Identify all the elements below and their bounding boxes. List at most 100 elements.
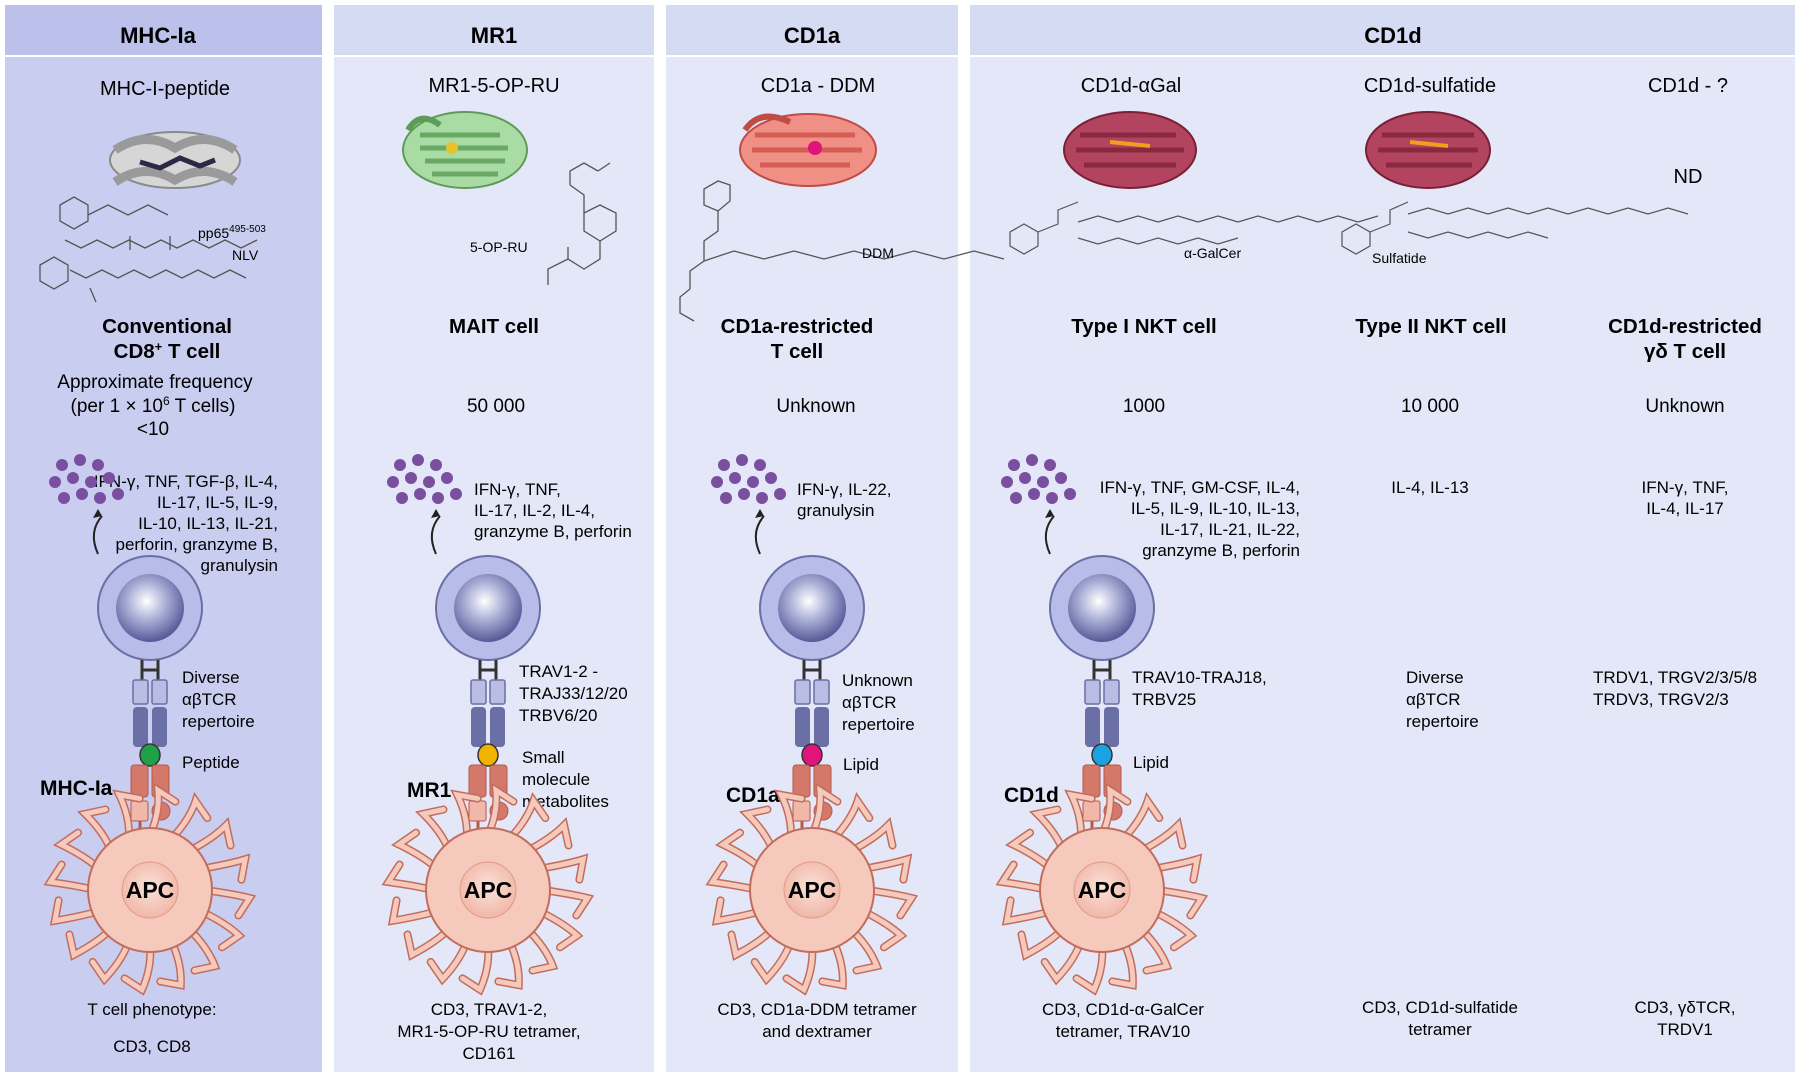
agalcer-chemical-structure bbox=[1009, 201, 1379, 255]
tcr-icon bbox=[1084, 679, 1120, 747]
phenotype-mr1: CD3, TRAV1-2, MR1-5-OP-RU tetramer, CD16… bbox=[397, 1000, 580, 1063]
cd1d-sulfatide-protein-structure-icon bbox=[1365, 111, 1491, 189]
synapse-cd1d: APC bbox=[995, 454, 1209, 996]
apc-icon: APC bbox=[995, 782, 1209, 996]
phenotype-cd1a: CD3, CD1a-DDM tetramer and dextramer bbox=[717, 1000, 917, 1041]
mhc-peptide-chemical-structure bbox=[39, 196, 258, 303]
phenotype-mhc-ia: CD3, CD8 bbox=[113, 1037, 190, 1056]
sulfatide-chemical-structure bbox=[1341, 201, 1689, 255]
apc-icon: APC bbox=[381, 782, 595, 996]
cell-type-type-ii-nkt: Type II NKT cell bbox=[1355, 315, 1506, 338]
secretion-arrow-icon bbox=[430, 515, 441, 555]
svg-text:IL-10, IL-13, IL-21,: IL-10, IL-13, IL-21, bbox=[138, 514, 278, 533]
cell-type-conventional: Conventional bbox=[102, 315, 232, 338]
tcr-mr1: TRAV1-2 - TRAJ33/12/20 TRBV6/20 bbox=[519, 662, 628, 725]
cytokines-type-ii-nkt: IL-4, IL-13 bbox=[1391, 478, 1469, 497]
ligand-title-mr1: MR1-5-OP-RU bbox=[428, 75, 559, 97]
cytokine-dots-icon bbox=[1001, 454, 1076, 504]
apc-icon: APC bbox=[43, 782, 257, 996]
frequency-mr1: 50 000 bbox=[467, 396, 525, 417]
cytokines-cd1a: IFN-γ, IL-22, granulysin bbox=[797, 480, 891, 520]
svg-text:tetramer, TRAV10: tetramer, TRAV10 bbox=[1056, 1022, 1190, 1041]
svg-text:IL-17, IL-5, IL-9,: IL-17, IL-5, IL-9, bbox=[157, 493, 278, 512]
mhc-protein-structure-icon bbox=[109, 131, 241, 189]
ligand-icon bbox=[139, 743, 161, 767]
secretion-arrow-icon bbox=[92, 515, 103, 555]
apc-icon: APC bbox=[705, 782, 919, 996]
svg-text:perforin, granzyme B,: perforin, granzyme B, bbox=[115, 535, 278, 554]
svg-text:Unknown: Unknown bbox=[842, 671, 913, 690]
ligand-icon bbox=[477, 743, 499, 767]
frequency-cd1a: Unknown bbox=[776, 396, 855, 417]
svg-text:and dextramer: and dextramer bbox=[762, 1022, 872, 1041]
ligand-title-cd1d-agal: CD1d-αGal bbox=[1081, 75, 1181, 97]
svg-text:CD3, CD1d-α-GalCer: CD3, CD1d-α-GalCer bbox=[1042, 1000, 1204, 1019]
apc-label: APC bbox=[788, 877, 837, 903]
svg-text:repertoire: repertoire bbox=[182, 712, 255, 731]
frequency-type-ii-nkt: 10 000 bbox=[1401, 396, 1459, 417]
svg-text:MR1-5-OP-RU tetramer,: MR1-5-OP-RU tetramer, bbox=[397, 1022, 580, 1041]
header-bar-cd1d bbox=[970, 5, 1795, 55]
antigen-label-nlv: NLV bbox=[232, 247, 259, 263]
ligand-icon bbox=[801, 743, 823, 767]
svg-text:IFN-γ, TNF,: IFN-γ, TNF, bbox=[1642, 478, 1729, 497]
cell-type-type-i-nkt: Type I NKT cell bbox=[1071, 315, 1216, 338]
frequency-heading-units: (per 1 × 106 T cells) bbox=[71, 394, 236, 417]
cytokine-dots-icon bbox=[387, 454, 462, 504]
cytokines-gd: IFN-γ, TNF, IL-4, IL-17 bbox=[1642, 478, 1729, 518]
cell-type-gd-t-cell: γδ T cell bbox=[1644, 340, 1726, 363]
ligand-title-cd1d-unknown: CD1d - ? bbox=[1648, 75, 1728, 97]
svg-text:Diverse: Diverse bbox=[1406, 668, 1464, 687]
header-mhc-ia: MHC-Ia bbox=[120, 23, 197, 48]
svg-text:TRAV1-2 -: TRAV1-2 - bbox=[519, 662, 598, 681]
antigen-label-pp65: pp65495-503 bbox=[198, 224, 266, 241]
header-bar-mhc-ia bbox=[5, 5, 322, 55]
apc-label: APC bbox=[1078, 877, 1127, 903]
svg-text:IFN-γ, TNF,: IFN-γ, TNF, bbox=[474, 480, 561, 499]
svg-text:IFN-γ, TNF, TGF-β, IL-4,: IFN-γ, TNF, TGF-β, IL-4, bbox=[94, 472, 278, 491]
svg-text:TRBV25: TRBV25 bbox=[1132, 690, 1196, 709]
mr1-ligand-chemical-structure bbox=[547, 162, 617, 285]
svg-text:CD3, γδTCR,: CD3, γδTCR, bbox=[1634, 998, 1735, 1017]
svg-text:granzyme B, perforin: granzyme B, perforin bbox=[1142, 541, 1300, 560]
svg-text:repertoire: repertoire bbox=[1406, 712, 1479, 731]
apc-label: APC bbox=[126, 877, 175, 903]
svg-text:αβTCR: αβTCR bbox=[842, 693, 897, 712]
tcr-type-i-nkt: TRAV10-TRAJ18, TRBV25 bbox=[1132, 668, 1267, 709]
molecule-label-mhc-ia: MHC-Ia bbox=[40, 777, 113, 800]
bound-label-lipid-cd1a: Lipid bbox=[843, 755, 879, 774]
antigen-label-ddm: DDM bbox=[862, 245, 894, 261]
cytokines-mr1: IFN-γ, TNF, IL-17, IL-2, IL-4, granzyme … bbox=[474, 480, 632, 541]
svg-text:repertoire: repertoire bbox=[842, 715, 915, 734]
svg-text:CD3, CD1a-DDM tetramer: CD3, CD1a-DDM tetramer bbox=[717, 1000, 917, 1019]
svg-text:IFN-γ, TNF, GM-CSF, IL-4,: IFN-γ, TNF, GM-CSF, IL-4, bbox=[1100, 478, 1300, 497]
cytokines-mhc-ia: IFN-γ, TNF, TGF-β, IL-4, IL-17, IL-5, IL… bbox=[94, 472, 278, 575]
bound-label-peptide: Peptide bbox=[182, 753, 240, 772]
phenotype-gd: CD3, γδTCR, TRDV1 bbox=[1634, 998, 1735, 1039]
cytokine-dots-icon bbox=[711, 454, 786, 504]
secretion-arrow-icon bbox=[1044, 515, 1055, 555]
bound-label-metabolites: Small molecule metabolites bbox=[522, 748, 609, 811]
cell-type-cd8-t-cell: CD8+ T cell bbox=[114, 339, 221, 363]
tcr-icon bbox=[794, 679, 830, 747]
svg-text:CD3, CD1d-sulfatide: CD3, CD1d-sulfatide bbox=[1362, 998, 1518, 1017]
ligand-title-cd1a: CD1a - DDM bbox=[761, 75, 875, 97]
svg-text:IL-5, IL-9, IL-10, IL-13,: IL-5, IL-9, IL-10, IL-13, bbox=[1131, 499, 1300, 518]
cd1d-agal-protein-structure-icon bbox=[1063, 111, 1197, 189]
cell-type-cd1d-restricted: CD1d-restricted bbox=[1608, 315, 1762, 338]
ligand-icon bbox=[1091, 743, 1113, 767]
tcr-cd1a: Unknown αβTCR repertoire bbox=[842, 671, 915, 734]
secretion-arrow-icon bbox=[754, 515, 765, 555]
svg-text:IL-4, IL-13: IL-4, IL-13 bbox=[1391, 478, 1469, 497]
apc-label: APC bbox=[464, 877, 513, 903]
svg-text:Diverse: Diverse bbox=[182, 668, 240, 687]
bound-label-lipid-cd1d: Lipid bbox=[1133, 753, 1169, 772]
ligand-title-cd1d-sulfatide: CD1d-sulfatide bbox=[1364, 75, 1496, 97]
header-bar-mr1 bbox=[334, 5, 654, 55]
ligand-title-mhc: MHC-I-peptide bbox=[100, 78, 230, 100]
svg-text:CD3, TRAV1-2,: CD3, TRAV1-2, bbox=[431, 1000, 548, 1019]
svg-text:metabolites: metabolites bbox=[522, 792, 609, 811]
cd1a-protein-structure-icon bbox=[739, 113, 877, 187]
svg-text:molecule: molecule bbox=[522, 770, 590, 789]
